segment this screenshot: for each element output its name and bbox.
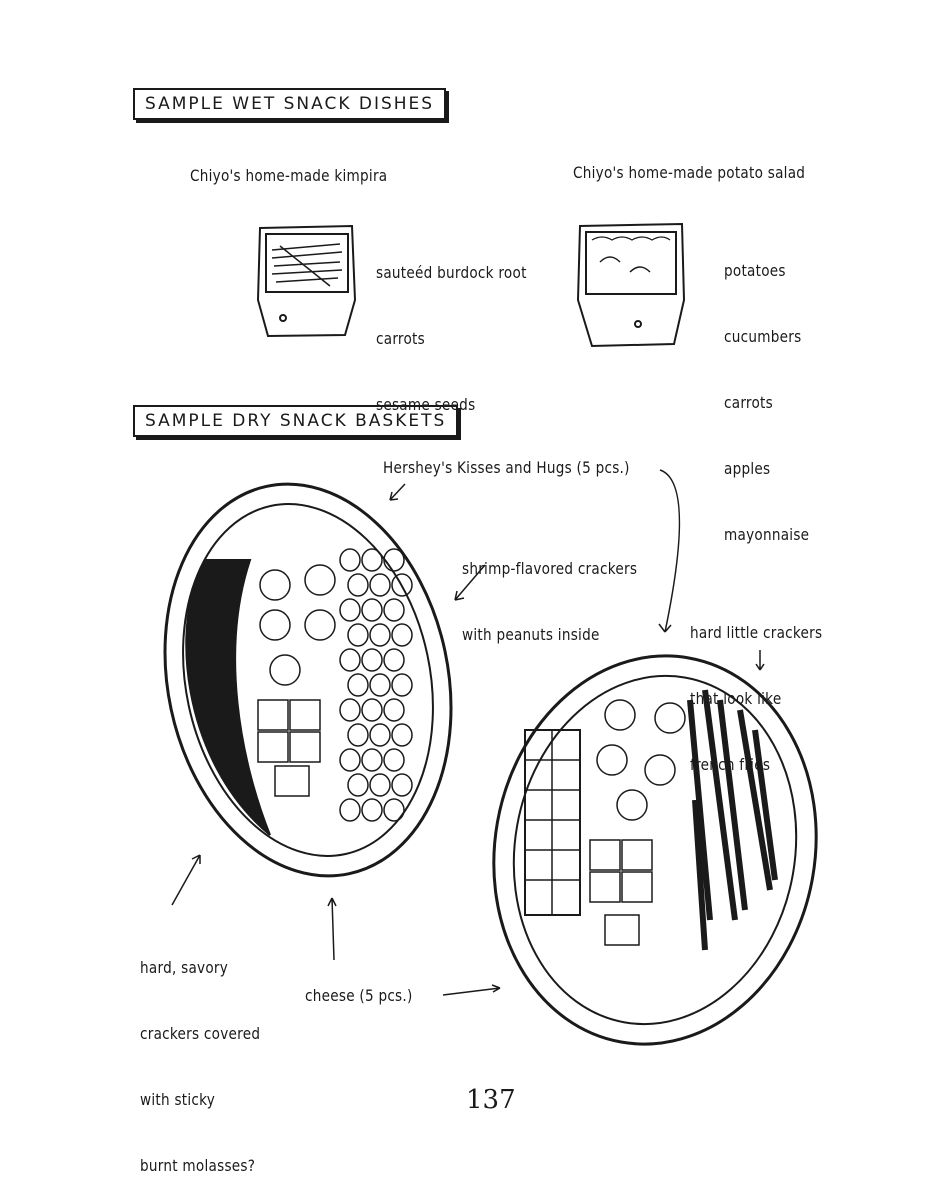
potato-salad-ingredients: potatoes cucumbers carrots apples mayonn… — [724, 216, 809, 590]
cracker-shape — [347, 573, 369, 597]
ingredient: apples — [724, 459, 771, 478]
label-line: french fries — [690, 755, 771, 774]
kisses-label: Hershey's Kisses and Hugs (5 pcs.) — [383, 458, 630, 477]
cracker-shape — [361, 748, 383, 772]
snack-basket-2-illustration — [492, 654, 818, 1046]
cracker-shape — [347, 623, 369, 647]
label-line: hard, savory — [140, 958, 229, 977]
ingredient: sauteéd burdock root — [376, 263, 527, 282]
cracker-shape — [391, 623, 413, 647]
cracker-shape — [339, 698, 361, 722]
cracker-shape — [369, 573, 391, 597]
annotation-arrows — [171, 469, 765, 996]
label-line: that look like — [690, 689, 782, 708]
cracker-shape — [369, 673, 391, 697]
page-number: 137 — [466, 1085, 516, 1115]
cracker-shape — [361, 548, 383, 572]
kimpira-title: Chiyo's home-made kimpira — [190, 166, 388, 185]
cracker-shape — [361, 798, 383, 822]
cracker-shape — [339, 798, 361, 822]
label-line: with peanuts inside — [462, 625, 600, 644]
shrimp-cracker-label: shrimp-flavored crackers with peanuts in… — [462, 514, 637, 690]
cracker-shape — [383, 648, 405, 672]
label-line: crackers covered — [140, 1024, 261, 1043]
cracker-shape — [339, 598, 361, 622]
cracker-shape — [339, 548, 361, 572]
cracker-shape — [383, 798, 405, 822]
cracker-shape — [361, 648, 383, 672]
cracker-shape — [361, 698, 383, 722]
snack-basket-1-illustration — [163, 482, 453, 878]
cracker-shape — [369, 773, 391, 797]
cracker-shape — [383, 748, 405, 772]
cracker-shape — [369, 623, 391, 647]
label-line: burnt molasses? — [140, 1156, 256, 1175]
potato-salad-title: Chiyo's home-made potato salad — [573, 163, 806, 182]
cracker-shape — [347, 673, 369, 697]
cracker-shape — [339, 648, 361, 672]
kimpira-ingredients: sauteéd burdock root carrots sesame seed… — [376, 218, 527, 460]
ingredient: carrots — [376, 329, 425, 348]
cracker-shape — [383, 698, 405, 722]
cracker-shape — [391, 773, 413, 797]
cracker-shape — [383, 548, 405, 572]
cracker-shape — [383, 598, 405, 622]
kimpira-dish-illustration — [256, 224, 357, 338]
label-line: hard little crackers — [690, 623, 823, 642]
cracker-shape — [361, 598, 383, 622]
cheese-label: cheese (5 pcs.) — [305, 986, 413, 1005]
label-line: with sticky — [140, 1090, 216, 1109]
molasses-cracker-label: hard, savory crackers covered with stick… — [140, 913, 260, 1198]
cracker-shape — [391, 673, 413, 697]
cracker-shape — [339, 748, 361, 772]
fries-cracker-label: hard little crackers that look like fren… — [690, 578, 822, 820]
wet-snack-heading: SAMPLE WET SNACK DISHES — [133, 88, 447, 120]
dry-snack-heading: SAMPLE DRY SNACK BASKETS — [133, 405, 459, 437]
ingredient: cucumbers — [724, 327, 802, 346]
potato-salad-dish-illustration — [576, 222, 686, 348]
ingredient: carrots — [724, 393, 773, 412]
cracker-shape — [391, 573, 413, 597]
cracker-shape — [347, 773, 369, 797]
cracker-shape — [369, 723, 391, 747]
ingredient: potatoes — [724, 261, 786, 280]
cracker-shape — [391, 723, 413, 747]
ingredient: sesame seeds — [376, 395, 476, 414]
cracker-shape — [347, 723, 369, 747]
ingredient: mayonnaise — [724, 525, 810, 544]
label-line: shrimp-flavored crackers — [462, 559, 638, 578]
